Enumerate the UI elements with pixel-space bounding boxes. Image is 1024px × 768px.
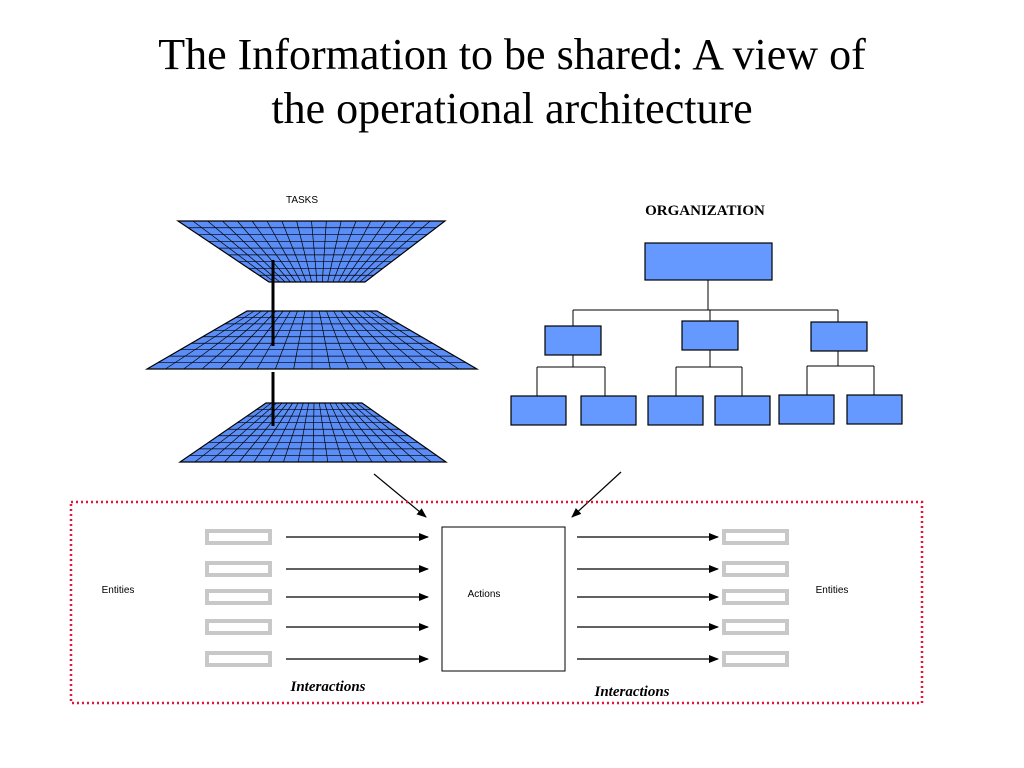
plane-grid-line	[192, 220, 275, 283]
org-box-staff	[647, 395, 704, 426]
plane-grid-line	[209, 402, 277, 463]
plane-grid-line	[297, 402, 310, 463]
plane-grid-line	[329, 402, 358, 463]
plane-grid-line	[345, 402, 402, 463]
task-plane-top	[176, 220, 447, 283]
org-box-staff	[778, 394, 835, 425]
plane-grid-line	[340, 402, 388, 463]
plane-grid-line	[335, 402, 373, 463]
organization-to-actions-arrow	[571, 471, 622, 518]
org-box-manager	[810, 321, 868, 352]
plane-grid-line	[207, 220, 280, 283]
org-box-manager	[681, 320, 739, 351]
plane-grid-line	[251, 220, 296, 283]
org-box-staff	[714, 395, 771, 426]
title-line-2: the operational architecture	[271, 84, 753, 133]
plane-grid-line	[220, 310, 277, 370]
task-plane-middle	[144, 310, 480, 370]
org-chart	[510, 242, 903, 426]
plane-grid-line	[343, 220, 386, 283]
left-entity-bar	[205, 651, 272, 667]
plane-grid-line	[165, 310, 255, 370]
task-plane-bottom	[178, 402, 448, 463]
plane-grid-line	[332, 220, 357, 283]
plane-grid-line	[311, 220, 318, 283]
tasks-label: TASKS	[286, 195, 318, 206]
plane-grid-line	[348, 220, 401, 283]
plane-grid-line	[351, 402, 417, 463]
right-interactions-label: Interactions	[593, 684, 669, 700]
plane-grid-line	[347, 310, 404, 370]
org-box-staff	[510, 395, 567, 426]
left-entity-bar	[205, 619, 272, 635]
left-entity-bar	[205, 589, 272, 605]
left-entities-label: Entities	[102, 585, 135, 596]
plane-grid-line	[312, 402, 315, 463]
right-entities-label: Entities	[816, 585, 849, 596]
plane-grid-line	[338, 220, 372, 283]
plane-grid-line	[354, 220, 416, 283]
plane-grid-line	[183, 310, 262, 370]
plane-grid-line	[296, 220, 313, 283]
right-entity-bar	[722, 561, 789, 577]
plane-grid-line	[321, 220, 327, 283]
actions-label: Actions	[468, 589, 501, 600]
plane-grid-line	[237, 220, 291, 283]
plane-grid-line	[293, 310, 306, 370]
plane-grid-line	[275, 310, 298, 370]
plane-grid-line	[283, 402, 304, 463]
plane-grid-line	[281, 220, 307, 283]
tasks-to-actions-arrow	[373, 473, 427, 518]
right-entity-bar	[722, 589, 789, 605]
org-box-staff	[580, 395, 637, 426]
plane-grid-line	[324, 402, 343, 463]
plane-grid-line	[194, 402, 272, 463]
left-entity-bar	[205, 561, 272, 577]
left-entity-bar	[205, 529, 272, 545]
plane-grid-line	[222, 220, 286, 283]
operational-boundary	[69, 500, 924, 705]
plane-grid-line	[340, 310, 386, 370]
plane-grid-line	[266, 220, 302, 283]
plane-grid-line	[318, 310, 331, 370]
plane-grid-line	[369, 310, 459, 370]
right-entity-bar	[722, 619, 789, 635]
left-interactions-label: Interactions	[289, 679, 365, 695]
interaction-arrows	[286, 533, 719, 663]
plane-grid-line	[333, 310, 368, 370]
plane-grid-line	[318, 402, 329, 463]
plane-grid-line	[201, 310, 269, 370]
title-line-1: The Information to be shared: A view of	[158, 30, 866, 79]
right-entity-bar	[722, 651, 789, 667]
plane-grid-line	[359, 220, 431, 283]
entity-stacks	[205, 529, 789, 667]
plane-grid-line	[355, 310, 423, 370]
org-box-manager	[544, 325, 602, 356]
plane-grid-line	[326, 310, 349, 370]
plane-grid-line	[356, 402, 432, 463]
plane-grid-line	[327, 220, 342, 283]
task-planes	[144, 220, 480, 463]
plane-grid-line	[362, 310, 441, 370]
actions-box	[441, 526, 566, 672]
right-entity-bar	[722, 529, 789, 545]
plane-grid-line	[238, 310, 284, 370]
plane-grid-line	[253, 402, 293, 463]
plane-grid-line	[238, 402, 288, 463]
slide-title: The Information to be shared: A view of …	[0, 28, 1024, 136]
plane-grid-line	[268, 402, 299, 463]
organization-label: ORGANIZATION	[645, 203, 765, 219]
org-box-top	[644, 242, 773, 281]
org-box-staff	[846, 394, 903, 425]
